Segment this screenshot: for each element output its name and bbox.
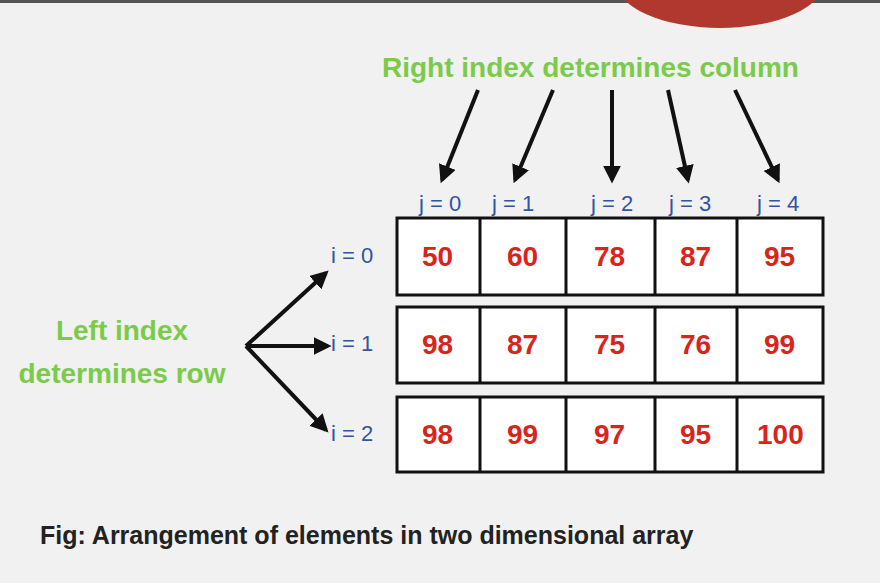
array-cell-value: 95 [764,241,795,273]
array-cell-value: 100 [757,419,804,451]
annotation: Right index determines column [382,52,799,84]
row-index: i = 1 [331,331,373,357]
annotation: Left index determines row [4,309,240,396]
array-rows [397,218,823,472]
array-cell-value: 87 [507,329,538,361]
row-index: i = 2 [331,421,373,447]
presenter-image [615,0,825,28]
array-cell-value: 87 [680,241,711,273]
figure-caption: Fig: Arrangement of elements in two dime… [40,521,693,550]
array-cell-value: 78 [594,241,625,273]
array-cell-value: 76 [680,329,711,361]
column-index: j = 2 [591,191,633,217]
array-cell-value: 75 [594,329,625,361]
column-index: j = 3 [669,191,711,217]
array-cell-value: 50 [422,241,453,273]
array-cell-value: 98 [422,419,453,451]
array-cell-value: 98 [422,329,453,361]
array-cell-value: 99 [764,329,795,361]
array-cell-value: 99 [507,419,538,451]
column-arrows [442,90,778,180]
row-arrows [246,273,328,430]
row-index: i = 0 [331,243,373,269]
array-cell-value: 97 [594,419,625,451]
array-cell-value: 60 [507,241,538,273]
array-cell-value: 95 [680,419,711,451]
column-index: j = 0 [419,191,461,217]
column-index: j = 4 [757,191,799,217]
column-index: j = 1 [492,191,534,217]
